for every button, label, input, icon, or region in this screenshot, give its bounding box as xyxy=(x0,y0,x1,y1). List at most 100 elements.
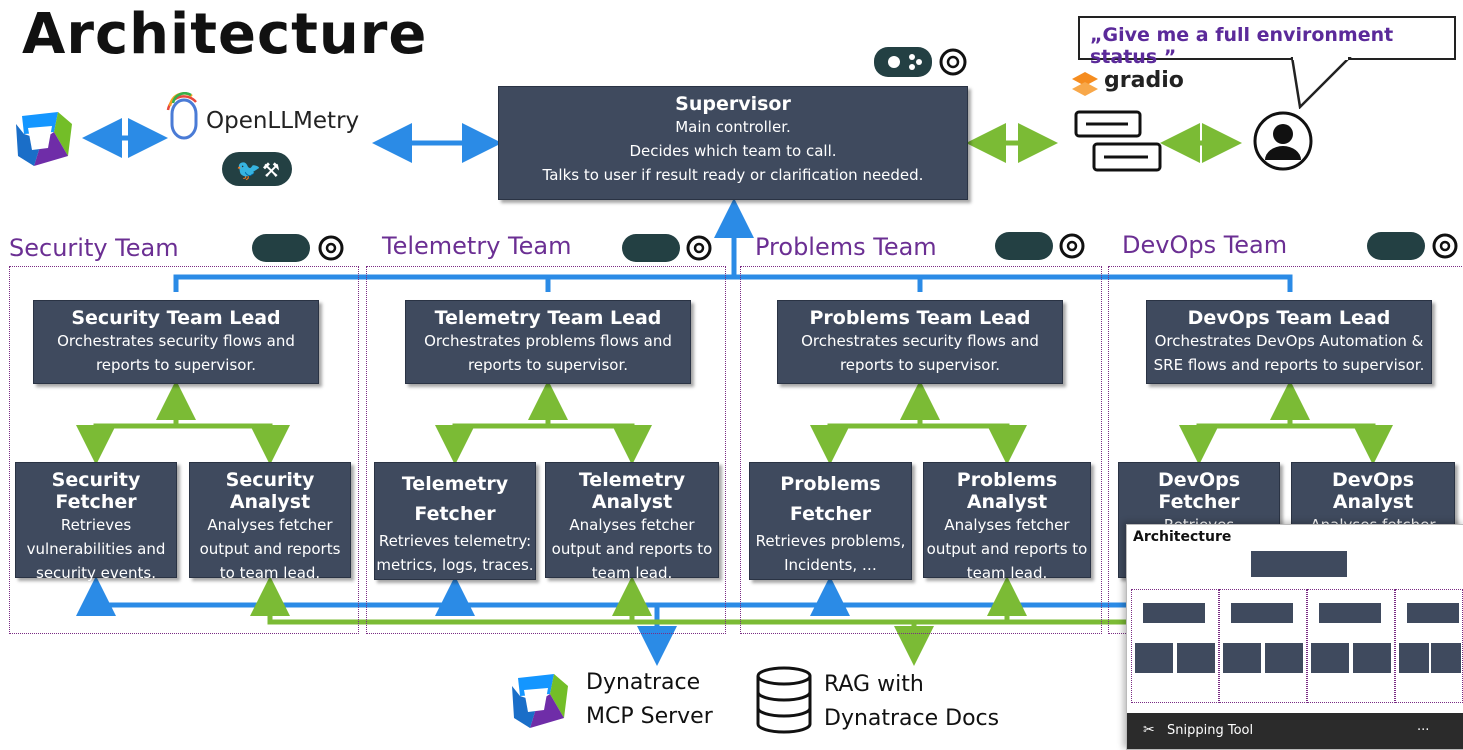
openai-icon xyxy=(1432,233,1458,259)
rag-line: Dynatrace Docs xyxy=(824,706,1000,731)
supervisor-box: Supervisor Main controller. Decides whic… xyxy=(498,86,968,200)
user-avatar-icon xyxy=(1253,111,1313,171)
team-title: Telemetry Team xyxy=(382,232,572,260)
more-options-button[interactable]: ··· xyxy=(1417,723,1430,738)
box-line: reports to supervisor. xyxy=(839,356,1001,374)
mcp-line: MCP Server xyxy=(586,704,713,729)
openai-icon xyxy=(686,235,712,261)
rag-label: RAG with Dynatrace Docs xyxy=(824,668,999,736)
thumb-box xyxy=(1177,643,1215,673)
langgraph-badge-icon xyxy=(252,234,310,262)
team-lead-box: Telemetry Team Lead Orchestrates problem… xyxy=(405,300,691,384)
box-title: Problems Team Lead xyxy=(809,307,1031,329)
thumb-title: Architecture xyxy=(1133,529,1232,545)
snipping-tool-label: Snipping Tool xyxy=(1167,723,1254,738)
box-line: output and reports to xyxy=(551,540,713,558)
supervisor-title: Supervisor xyxy=(675,93,791,115)
thumb-box xyxy=(1319,603,1381,623)
analyst-box: Problems Analyst Analyses fetcher output… xyxy=(923,462,1091,582)
thumb-team xyxy=(1131,589,1219,703)
supervisor-line: Main controller. xyxy=(675,118,791,136)
team-frame-security xyxy=(9,266,359,634)
team-title: Security Team xyxy=(9,234,179,262)
box-line: output and reports to xyxy=(926,540,1088,558)
box-line: reports to supervisor. xyxy=(467,356,629,374)
box-title: DevOps Fetcher xyxy=(1157,469,1241,513)
speech-tail xyxy=(1290,57,1352,109)
supervisor-line: Decides which team to call. xyxy=(629,142,837,160)
team-frame-problems xyxy=(740,266,1102,634)
openllmetry-label: OpenLLMetry xyxy=(206,108,360,134)
box-line: output and reports xyxy=(199,540,341,558)
thumb-box xyxy=(1223,643,1261,673)
mcp-line: Dynatrace xyxy=(586,670,701,695)
box-line: team lead. xyxy=(591,564,673,582)
langchain-tools-badge-icon: 🐦⚒ xyxy=(222,152,292,186)
thumb-team xyxy=(1307,589,1395,703)
openai-icon xyxy=(318,235,344,261)
langgraph-badge-icon xyxy=(995,232,1053,260)
thumb-box xyxy=(1431,643,1461,673)
thumb-team xyxy=(1219,589,1307,703)
team-lead-box: Security Team Lead Orchestrates security… xyxy=(33,300,319,384)
gradio-logo-icon xyxy=(1072,72,1098,96)
svg-text:🐦: 🐦 xyxy=(236,158,261,182)
box-line: Orchestrates problems flows and xyxy=(424,332,672,350)
team-title: DevOps Team xyxy=(1122,231,1288,259)
user-query-bubble: „Give me a full environment status ” xyxy=(1078,16,1456,68)
thumb-supervisor xyxy=(1251,551,1347,577)
box-line: Retrieves xyxy=(60,516,132,534)
fetcher-box: Problems Fetcher Retrieves problems, Inc… xyxy=(749,462,912,580)
box-line: Orchestrates security flows and xyxy=(57,332,295,350)
gradio-label: gradio xyxy=(1104,68,1184,93)
box-line: Retrieves telemetry: xyxy=(378,532,532,550)
snipping-tool-preview[interactable]: Architecture ✂ Snipping Tool ··· xyxy=(1126,524,1463,750)
rag-line: RAG with xyxy=(824,672,924,697)
team-lead-box: Problems Team Lead Orchestrates security… xyxy=(777,300,1063,384)
thumb-box xyxy=(1353,643,1391,673)
box-title: Telemetry Analyst xyxy=(578,469,686,513)
box-title: Telemetry Team Lead xyxy=(434,307,662,329)
langgraph-badge-icon xyxy=(1367,232,1425,260)
analyst-box: Security Analyst Analyses fetcher output… xyxy=(189,462,351,582)
box-title: Telemetry Fetcher xyxy=(401,473,509,525)
box-title: DevOps Team Lead xyxy=(1187,307,1391,329)
openllmetry-logo-icon xyxy=(166,92,198,140)
snipping-tool-bar[interactable]: ✂ Snipping Tool ··· xyxy=(1127,713,1463,749)
database-icon xyxy=(756,666,812,734)
supervisor-line: Talks to user if result ready or clarifi… xyxy=(542,166,924,184)
box-title: Security Team Lead xyxy=(71,307,281,329)
openai-icon xyxy=(939,48,967,76)
box-line: Retrieves problems, xyxy=(755,532,906,550)
langgraph-badge-icon xyxy=(874,47,932,77)
fetcher-box: Telemetry Fetcher Retrieves telemetry: m… xyxy=(374,462,536,580)
dynatrace-logo-icon xyxy=(512,674,568,728)
fetcher-box: Security Fetcher Retrieves vulnerabiliti… xyxy=(15,462,177,582)
box-line: metrics, logs, traces. xyxy=(376,556,534,574)
langgraph-badge-icon xyxy=(622,234,680,262)
openai-icon xyxy=(1059,233,1085,259)
thumb-box xyxy=(1135,643,1173,673)
box-line: to team lead. xyxy=(219,564,321,582)
dynatrace-logo-icon xyxy=(16,112,72,166)
box-line: vulnerabilities and xyxy=(26,540,166,558)
box-line: Analyses fetcher xyxy=(944,516,1070,534)
box-title: Problems Analyst xyxy=(956,469,1058,513)
box-title: Security Fetcher xyxy=(51,469,141,513)
mcp-server-label: Dynatrace MCP Server xyxy=(586,666,713,734)
chat-icon xyxy=(1074,110,1162,172)
box-title: Problems Fetcher xyxy=(780,473,881,525)
page-title: Architecture xyxy=(22,2,428,67)
team-frame-telemetry xyxy=(366,266,726,634)
box-line: Analyses fetcher xyxy=(569,516,695,534)
box-line: reports to supervisor. xyxy=(95,356,257,374)
box-line: Orchestrates security flows and xyxy=(801,332,1039,350)
thumb-box xyxy=(1311,643,1349,673)
box-line: Orchestrates DevOps Automation & xyxy=(1154,332,1424,350)
thumb-box xyxy=(1143,603,1205,623)
svg-text:⚒: ⚒ xyxy=(262,158,280,182)
box-title: Security Analyst xyxy=(225,469,315,513)
thumb-box xyxy=(1231,603,1293,623)
team-title: Problems Team xyxy=(755,233,937,261)
